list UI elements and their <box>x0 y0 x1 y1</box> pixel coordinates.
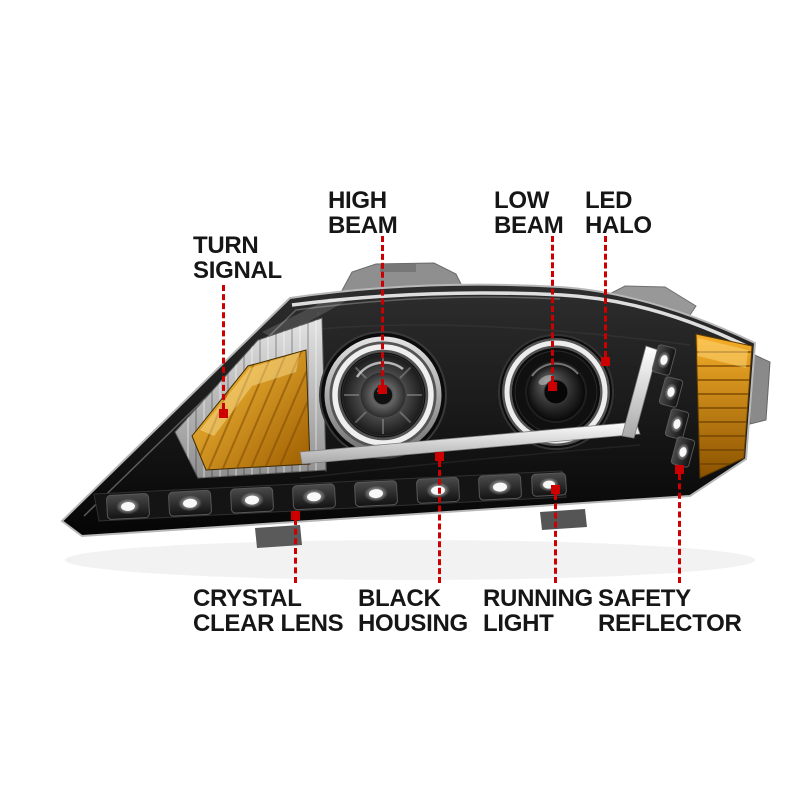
callout-high-beam-line <box>381 236 384 385</box>
callout-black-housing-dot <box>435 452 444 461</box>
callout-black-housing-line <box>438 461 441 583</box>
callout-led-halo-dot <box>601 357 610 366</box>
callout-black-housing-label: BLACK HOUSING <box>358 585 468 638</box>
callout-safety-reflector-line <box>678 474 681 583</box>
callout-low-beam-line <box>551 236 554 382</box>
callout-running-light-line <box>554 494 557 583</box>
callout-running-light-dot <box>551 485 560 494</box>
running-light-led-strip <box>93 344 696 522</box>
crystal-lens-outline <box>83 296 561 517</box>
callout-led-halo-label: LED HALO <box>585 187 652 240</box>
ground-shadow <box>65 540 755 580</box>
callout-crystal-clear-lens-label: CRYSTAL CLEAR LENS <box>193 585 344 638</box>
callout-safety-reflector-dot <box>675 465 684 474</box>
callout-led-halo-line <box>604 236 607 357</box>
callout-safety-reflector-label: SAFETY REFLECTOR <box>598 585 742 638</box>
callout-crystal-clear-lens-line <box>294 519 297 583</box>
led-module <box>106 472 567 520</box>
chrome-accent-bar <box>299 345 659 465</box>
callout-high-beam-label: HIGH BEAM <box>328 187 398 240</box>
callout-crystal-clear-lens-dot <box>291 511 300 520</box>
callout-turn-signal-label: TURN SIGNAL <box>193 232 282 285</box>
callout-turn-signal-dot <box>219 409 228 418</box>
callout-turn-signal-line <box>222 285 225 409</box>
led-module-column <box>651 344 696 468</box>
callout-low-beam-dot <box>548 382 557 391</box>
safety-reflector <box>695 333 753 479</box>
callout-high-beam-dot <box>378 385 387 394</box>
callout-low-beam-label: LOW BEAM <box>494 187 564 240</box>
callout-running-light-label: RUNNING LIGHT <box>483 585 593 638</box>
